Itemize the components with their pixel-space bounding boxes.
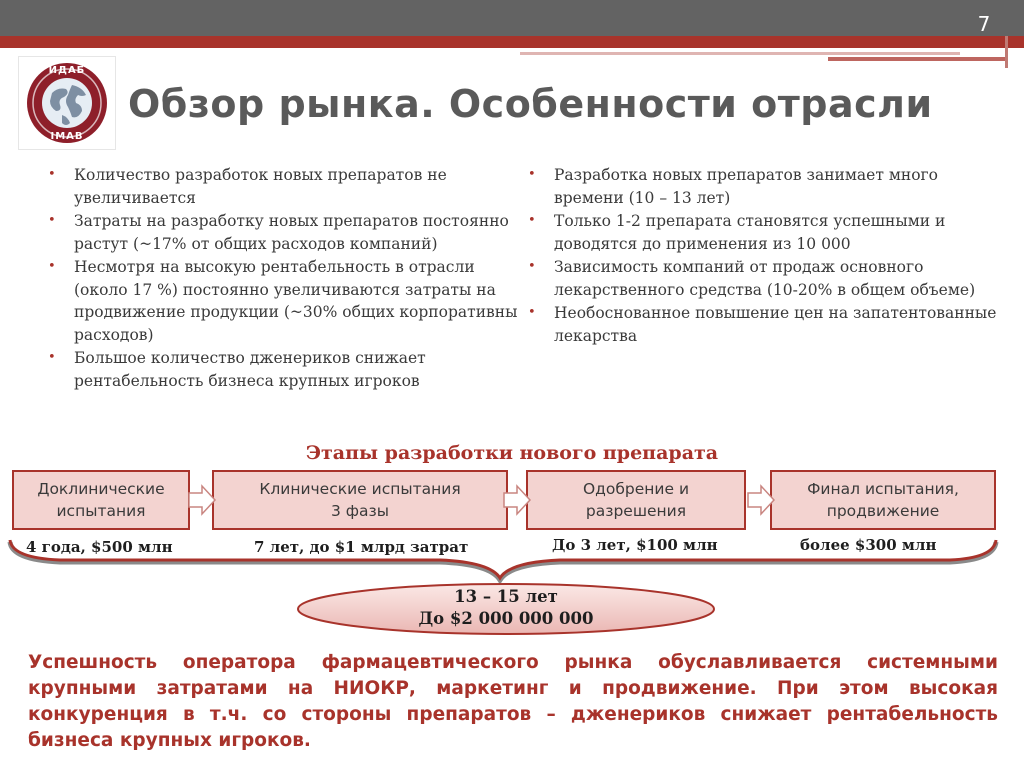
stage-cost: 7 лет, до $1 млрд затрат [254, 538, 469, 556]
bullet-icon: • [528, 305, 536, 320]
decor-line [1005, 36, 1008, 68]
total-oval [297, 583, 715, 635]
list-item: • Необоснованное повышение цен на запатен… [528, 302, 998, 347]
list-item: • Несмотря на высокую рентабельность в от… [48, 256, 518, 346]
list-item-text: Затраты на разработку новых препаратов п… [74, 212, 509, 253]
list-item: • Количество разработок новых препаратов … [48, 164, 518, 209]
total-summary: 13 – 15 лет До $2 000 000 000 [296, 586, 716, 630]
total-cost: До $2 000 000 000 [418, 609, 594, 628]
list-item: • Зависимость компаний от продаж основног… [528, 256, 998, 301]
list-item: • Затраты на разработку новых препаратов … [48, 210, 518, 255]
logo-text: ИДАБ [48, 65, 86, 76]
bullet-list-right: • Разработка новых препаратов занимает мн… [528, 164, 998, 348]
page-number: 7 [977, 12, 991, 36]
stage-cost: До 3 лет, $100 млн [552, 536, 718, 554]
arrow-right-icon [503, 484, 531, 516]
arrow-right-icon [747, 484, 775, 516]
stage-cost: более $300 млн [800, 536, 937, 554]
stage-cost: 4 года, $500 млн [26, 538, 173, 556]
bullet-icon: • [48, 259, 56, 274]
stage-box-preclinical: Доклинические испытания [12, 470, 190, 530]
stage-box-final: Финал испытания, продвижение [770, 470, 996, 530]
stage-label: Доклинические [37, 480, 165, 498]
bullet-icon: • [528, 213, 536, 228]
stage-label: Одобрение и [582, 480, 690, 498]
bullet-icon: • [48, 213, 56, 228]
logo: ИДАБ IMAB [18, 56, 116, 150]
page-title: Обзор рынка. Особенности отрасли [128, 82, 933, 126]
total-duration: 13 – 15 лет [454, 587, 558, 606]
stage-box-clinical: Клинические испытания 3 фазы [212, 470, 508, 530]
list-item-text: Зависимость компаний от продаж основного… [554, 258, 976, 299]
stage-label: Финал испытания, [807, 480, 959, 498]
brace-connector [7, 539, 999, 584]
accent-bar [0, 36, 1024, 48]
list-item: • Разработка новых препаратов занимает мн… [528, 164, 998, 209]
bullet-icon: • [528, 259, 536, 274]
summary-text: Успешность оператора фармацевтического р… [28, 652, 998, 751]
stage-label: 3 фазы [330, 502, 390, 520]
list-item-text: Только 1-2 препарата становятся успешным… [554, 212, 946, 253]
bullet-icon: • [48, 167, 56, 182]
stage-label: испытания [56, 502, 146, 520]
globe-icon [27, 63, 107, 143]
arrow-right-icon [188, 484, 216, 516]
bullet-list-left: • Количество разработок новых препаратов … [48, 164, 518, 393]
list-item: • Большое количество дженериков снижает р… [48, 347, 518, 392]
bullet-icon: • [528, 167, 536, 182]
list-item-text: Несмотря на высокую рентабельность в отр… [74, 258, 518, 344]
decor-line [520, 52, 960, 55]
bullet-icon: • [48, 350, 56, 365]
stage-box-approval: Одобрение и разрешения [526, 470, 746, 530]
stage-label: продвижение [826, 502, 940, 520]
decor-line [828, 57, 1008, 61]
stage-label: Клинические испытания [259, 480, 461, 498]
list-item: • Только 1-2 препарата становятся успешны… [528, 210, 998, 255]
logo-text: IMAB [50, 131, 84, 142]
list-item-text: Разработка новых препаратов занимает мно… [554, 166, 938, 207]
list-item-text: Большое количество дженериков снижает ре… [74, 349, 426, 390]
list-item-text: Количество разработок новых препаратов н… [74, 166, 447, 207]
top-bar [0, 0, 1024, 36]
list-item-text: Необоснованное повышение цен на запатент… [554, 304, 997, 345]
stage-label: разрешения [585, 502, 687, 520]
stages-title: Этапы разработки нового препарата [305, 442, 719, 464]
